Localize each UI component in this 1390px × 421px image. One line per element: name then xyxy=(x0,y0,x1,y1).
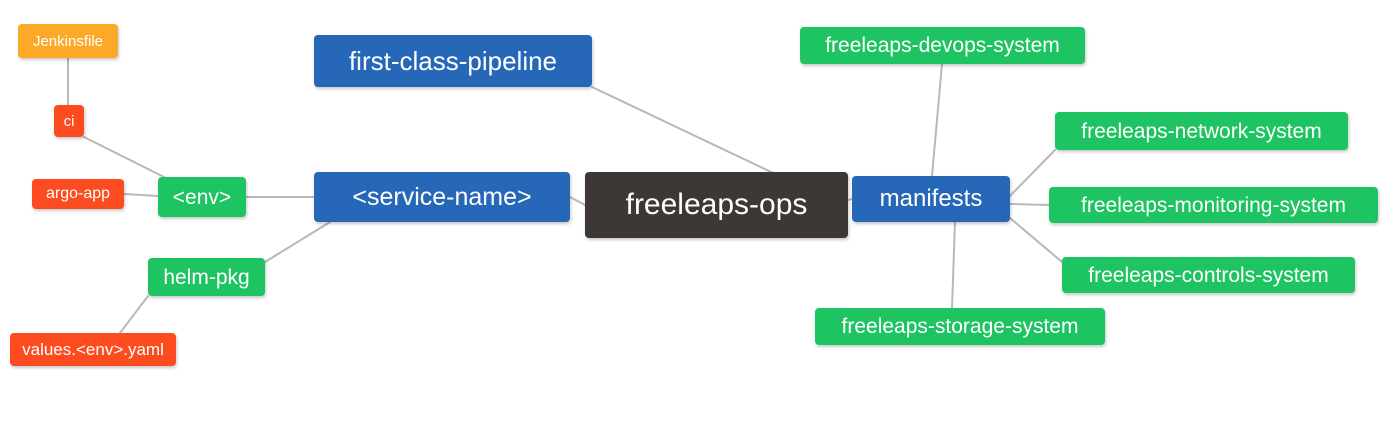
mindmap-node-freeleaps-monitoring-system[interactable]: freeleaps-monitoring-system xyxy=(1049,187,1378,223)
mindmap-node-label: helm-pkg xyxy=(163,265,250,289)
edge-manifests-to-freeleaps-storage-system xyxy=(951,221,956,309)
mindmap-node-label: freeleaps-storage-system xyxy=(841,315,1079,338)
mindmap-node-jenkinsfile[interactable]: Jenkinsfile xyxy=(18,24,118,58)
edge-manifests-to-freeleaps-monitoring-system xyxy=(1009,203,1050,206)
edge-helm-pkg-to-values-env-yaml xyxy=(119,295,149,334)
mindmap-node-label: Jenkinsfile xyxy=(32,32,104,50)
mindmap-node-label: first-class-pipeline xyxy=(348,46,558,76)
mindmap-node-label: argo-app xyxy=(45,185,111,202)
mindmap-node-first-class-pipeline[interactable]: first-class-pipeline xyxy=(314,35,592,87)
mindmap-node-label: freeleaps-ops xyxy=(625,188,808,221)
edge-env-to-ci xyxy=(83,136,171,181)
mindmap-node-env[interactable]: <env> xyxy=(158,177,246,217)
mindmap-node-freeleaps-storage-system[interactable]: freeleaps-storage-system xyxy=(815,308,1105,345)
mindmap-node-helm-pkg[interactable]: helm-pkg xyxy=(148,258,265,296)
edge-manifests-to-freeleaps-devops-system xyxy=(931,63,943,177)
edge-freeleaps-ops-to-first-class-pipeline xyxy=(591,86,789,181)
mindmap-node-label: <service-name> xyxy=(352,182,532,211)
mindmap-node-label: freeleaps-monitoring-system xyxy=(1081,193,1346,217)
mindmap-node-label: ci xyxy=(63,112,75,130)
mindmap-node-freeleaps-ops[interactable]: freeleaps-ops xyxy=(585,172,848,238)
mindmap-node-label: values.<env>.yaml xyxy=(22,340,164,359)
mindmap-node-label: freeleaps-controls-system xyxy=(1088,263,1329,287)
edge-service-name-to-helm-pkg xyxy=(264,221,331,263)
mindmap-node-label: <env> xyxy=(172,185,232,209)
mindmap-node-freeleaps-controls-system[interactable]: freeleaps-controls-system xyxy=(1062,257,1355,293)
edge-manifests-to-freeleaps-controls-system xyxy=(1009,217,1063,263)
mindmap-node-ci[interactable]: ci xyxy=(54,105,84,137)
mindmap-node-argo-app[interactable]: argo-app xyxy=(32,179,124,209)
mindmap-node-manifests[interactable]: manifests xyxy=(852,176,1010,222)
mindmap-node-label: manifests xyxy=(879,185,983,212)
edge-freeleaps-ops-to-service-name xyxy=(569,196,586,206)
edge-env-to-argo-app xyxy=(123,193,159,197)
mindmap-node-label: freeleaps-network-system xyxy=(1081,119,1322,143)
mindmap-node-service-name[interactable]: <service-name> xyxy=(314,172,570,222)
mindmap-node-label: freeleaps-devops-system xyxy=(825,34,1060,57)
mindmap-node-freeleaps-devops-system[interactable]: freeleaps-devops-system xyxy=(800,27,1085,64)
mindmap-node-freeleaps-network-system[interactable]: freeleaps-network-system xyxy=(1055,112,1348,150)
mindmap-node-values-env-yaml[interactable]: values.<env>.yaml xyxy=(10,333,176,366)
